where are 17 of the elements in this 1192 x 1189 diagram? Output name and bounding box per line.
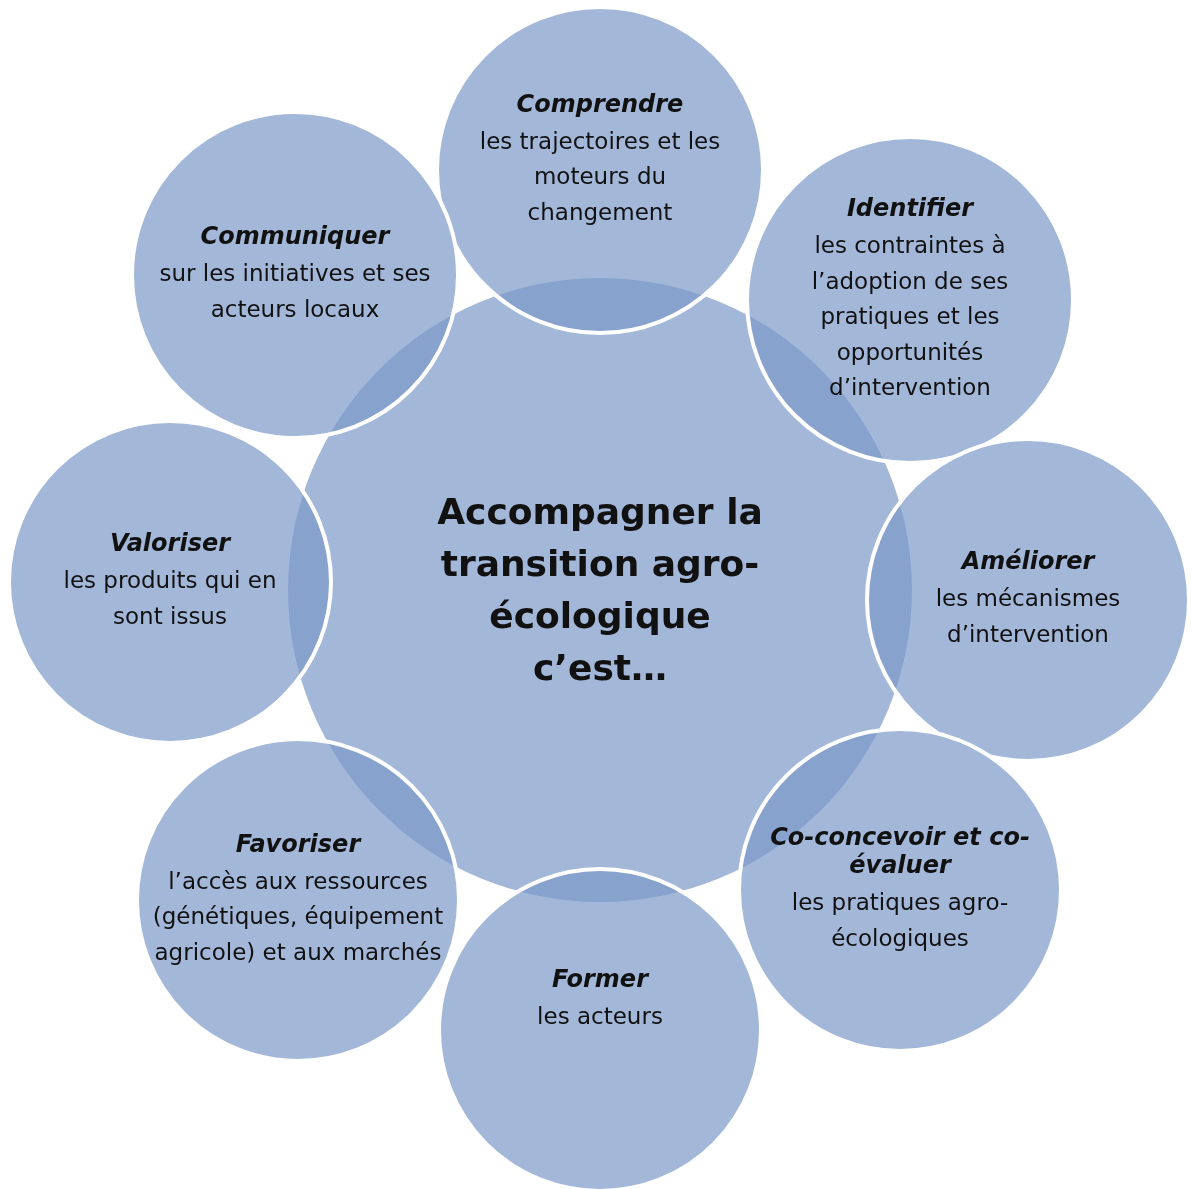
node-heading: Améliorer — [961, 547, 1095, 576]
node-text: les produits qui en sont issus — [62, 566, 278, 631]
node-text: les pratiques agro-écologiques — [790, 888, 1010, 953]
center-title: Accompagner la transition agro-écologique c’est… — [436, 489, 764, 691]
node-heading: Identifier — [846, 193, 974, 222]
node-heading: Comprendre — [516, 89, 684, 118]
node-text: les acteurs — [537, 1002, 663, 1032]
node-text: sur les initiatives et ses acteurs locaux — [158, 259, 432, 324]
node-text: l’accès aux ressources (génétiques, équipement agricole) et aux marchés — [151, 866, 445, 967]
node-text: les mécanismes d’intervention — [934, 584, 1122, 649]
node-heading: Former — [552, 965, 648, 994]
node-heading: Valoriser — [109, 529, 231, 558]
node-heading: Co-concevoir et co-évaluer — [770, 823, 1030, 880]
node-heading: Favoriser — [235, 829, 361, 858]
node-text: les trajectoires et les moteurs du changement — [478, 126, 722, 227]
node-text: les contraintes à l’adoption de ses pratiques et les opportunités d’intervention — [810, 230, 1010, 403]
node-heading: Communiquer — [200, 222, 390, 251]
